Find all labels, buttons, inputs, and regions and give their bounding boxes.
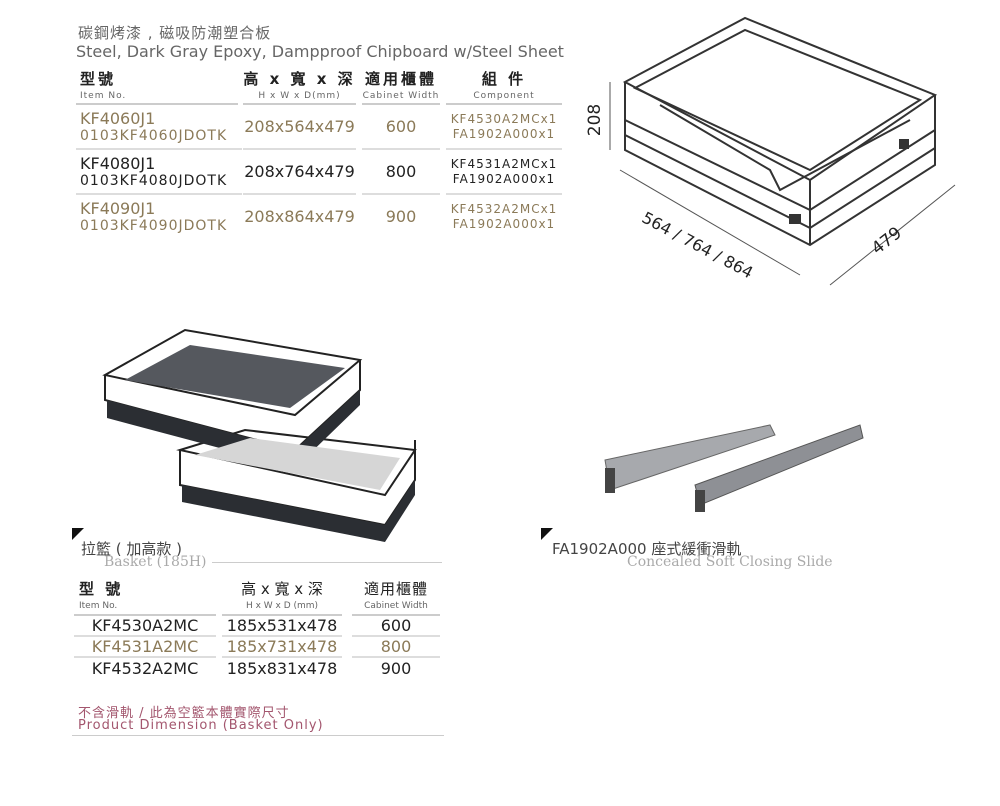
header-cabinet-width: 適用櫃體 Cabinet Width [352,578,440,616]
size-cell: 208x764x479 [243,150,356,195]
header-en: H x W x D (mm) [245,601,319,611]
section-marker-icon [72,528,84,540]
width-cell: 600 [352,616,440,637]
material-title-en: Steel, Dark Gray Epoxy, Dampproof Chipbo… [76,42,564,61]
header-size: 高 x 寬 x 深 H x W x D(mm) [243,68,356,105]
header-en: Cabinet Width [362,91,440,101]
note-cn: 不含滑軌 / 此為空籃本體實際尺寸 [78,706,290,721]
slide-image [604,424,864,512]
item-cell: KF4090J1 0103KF4090JDOTK [76,195,242,238]
item-code: 0103KF4090JDOTK [80,218,228,234]
slide-title-cn: FA1902A000 座式緩衝滑軌 [552,540,742,558]
item-no: KF4080J1 [80,154,156,173]
header-en: Item No. [79,601,118,611]
size-cell: 208x564x479 [243,105,356,150]
note-en: Product Dimension (Basket Only) [78,718,324,733]
component-1: KF4531A2MCx1 [450,156,558,171]
size-cell: 185x531x478 [222,616,342,637]
item-no: KF4090J1 [80,199,156,218]
size-cell: 185x731x478 [222,637,342,658]
component-cell: KF4532A2MCx1 FA1902A000x1 [446,195,562,238]
item-cell: KF4532A2MC [91,658,199,678]
header-component: 組 件 Component [446,68,562,105]
header-cn: 型 號 [79,580,124,598]
header-cabinet-width: 適用櫃體 Cabinet Width [362,68,440,105]
basket-title-en: Basket (185H) [104,554,207,570]
basket-image [102,328,417,542]
item-code: 0103KF4060JDOTK [80,128,228,144]
dimension-drawing: 208 564 / 764 / 864 479 [585,16,956,286]
width-cell: 600 [362,105,440,150]
item-code: 0103KF4080JDOTK [80,173,228,189]
slide-title-en: Concealed Soft Closing Slide [627,554,833,570]
component-1: KF4532A2MCx1 [450,201,558,216]
width-cell: 800 [362,150,440,195]
component-1: KF4530A2MCx1 [450,111,558,126]
header-cn: 適用櫃體 [363,580,428,598]
component-2: FA1902A000x1 [452,216,556,231]
header-en: Component [473,91,535,101]
item-cell: KF4060J1 0103KF4060JDOTK [76,105,242,150]
item-cell: KF4080J1 0103KF4080JDOTK [76,150,242,195]
width-dimension: 564 / 764 / 864 [639,208,756,282]
header-cn: 高 x 寬 x 深 [241,580,323,598]
header-item-no: 型號 Item No. [76,68,238,105]
header-size: 高 x 寬 x 深 H x W x D (mm) [222,578,342,616]
header-cn: 適用櫃體 [364,70,437,88]
basket-title-cn: 拉籃 ( 加高款 ) [81,540,183,558]
material-title-cn: 碳鋼烤漆 , 磁吸防潮塑合板 [78,24,272,42]
header-cn: 高 x 寬 x 深 [243,70,356,88]
width-cell: 900 [385,207,417,226]
section-marker-icon [541,528,553,540]
width-cell: 900 [380,658,412,678]
size-cell: 185x831x478 [226,658,338,678]
header-item-no: 型 號 Item No. [74,578,216,616]
header-cn: 組 件 [481,70,527,88]
item-no: KF4060J1 [80,109,156,128]
width-cell: 800 [352,637,440,658]
header-en: H x W x D(mm) [258,91,341,101]
divider [72,735,444,736]
component-cell: KF4531A2MCx1 FA1902A000x1 [446,150,562,195]
item-cell: KF4530A2MC [74,616,216,637]
component-2: FA1902A000x1 [452,171,556,186]
size-cell: 208x864x479 [244,207,355,226]
component-cell: KF4530A2MCx1 FA1902A000x1 [446,105,562,150]
component-2: FA1902A000x1 [452,126,556,141]
divider [212,562,442,563]
header-en: Cabinet Width [364,601,428,611]
header-cn: 型號 [80,70,117,88]
item-cell: KF4531A2MC [74,637,216,658]
header-en: Item No. [80,91,127,101]
height-dimension: 208 [585,104,605,136]
